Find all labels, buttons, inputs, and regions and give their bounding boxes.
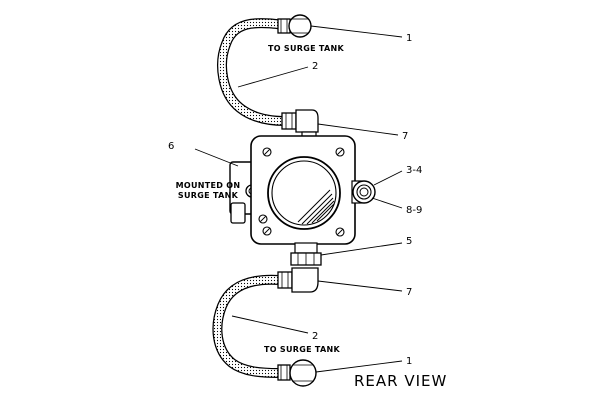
callout-8-9: 8-9 xyxy=(406,205,422,216)
callout-6: 6 xyxy=(168,141,174,152)
view-title: REAR VIEW xyxy=(354,372,447,390)
callout-1-top: 1 xyxy=(406,33,412,44)
top-hose-end-fitting xyxy=(277,14,312,38)
label-to-surge-tank-top: TO SURGE TANK xyxy=(268,44,345,53)
label-surge-tank: SURGE TANK xyxy=(178,191,239,200)
callout-7-bottom: 7 xyxy=(406,287,412,298)
text-labels: TO SURGE TANK MOUNTED ON SURGE TANK TO S… xyxy=(168,33,447,390)
flange-bolts xyxy=(258,147,345,237)
side-plug xyxy=(351,180,376,204)
callout-2-bottom: 2 xyxy=(312,331,318,342)
label-mounted-on: MOUNTED ON xyxy=(176,181,241,190)
leader-lines xyxy=(194,25,403,373)
callout-5: 5 xyxy=(406,236,412,247)
sight-glass-body xyxy=(229,135,376,245)
top-hose-assembly xyxy=(217,14,319,140)
label-to-surge-tank-bottom: TO SURGE TANK xyxy=(264,345,341,354)
callout-7-top: 7 xyxy=(402,131,408,142)
callout-1-bottom: 1 xyxy=(406,356,412,367)
bottom-adapter xyxy=(290,242,322,266)
bottom-hose-assembly xyxy=(212,242,322,387)
callout-3-4: 3-4 xyxy=(406,165,422,176)
bottom-elbow-fitting xyxy=(277,267,319,293)
sight-glass-window xyxy=(267,156,341,230)
bottom-hose-end-fitting xyxy=(277,359,317,387)
top-elbow-fitting xyxy=(281,109,319,140)
callout-2-top: 2 xyxy=(312,61,318,72)
